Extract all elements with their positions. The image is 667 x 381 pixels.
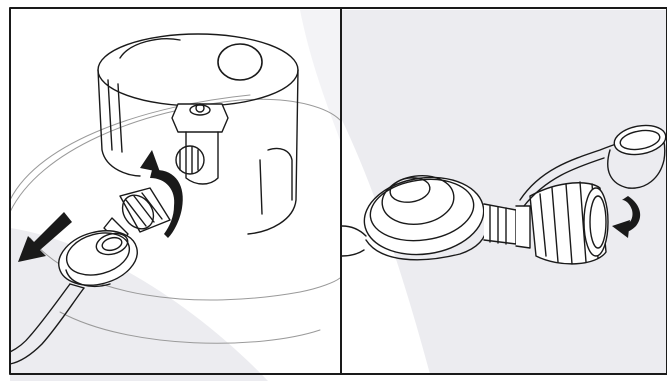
coupling-nut-icon [530,182,608,264]
valve-icon [172,104,228,184]
background-swoosh [10,228,268,381]
connector-neck-icon [484,204,530,248]
panel-disconnect-regulator [10,10,340,381]
panel-fit-protective-cap [342,10,667,374]
